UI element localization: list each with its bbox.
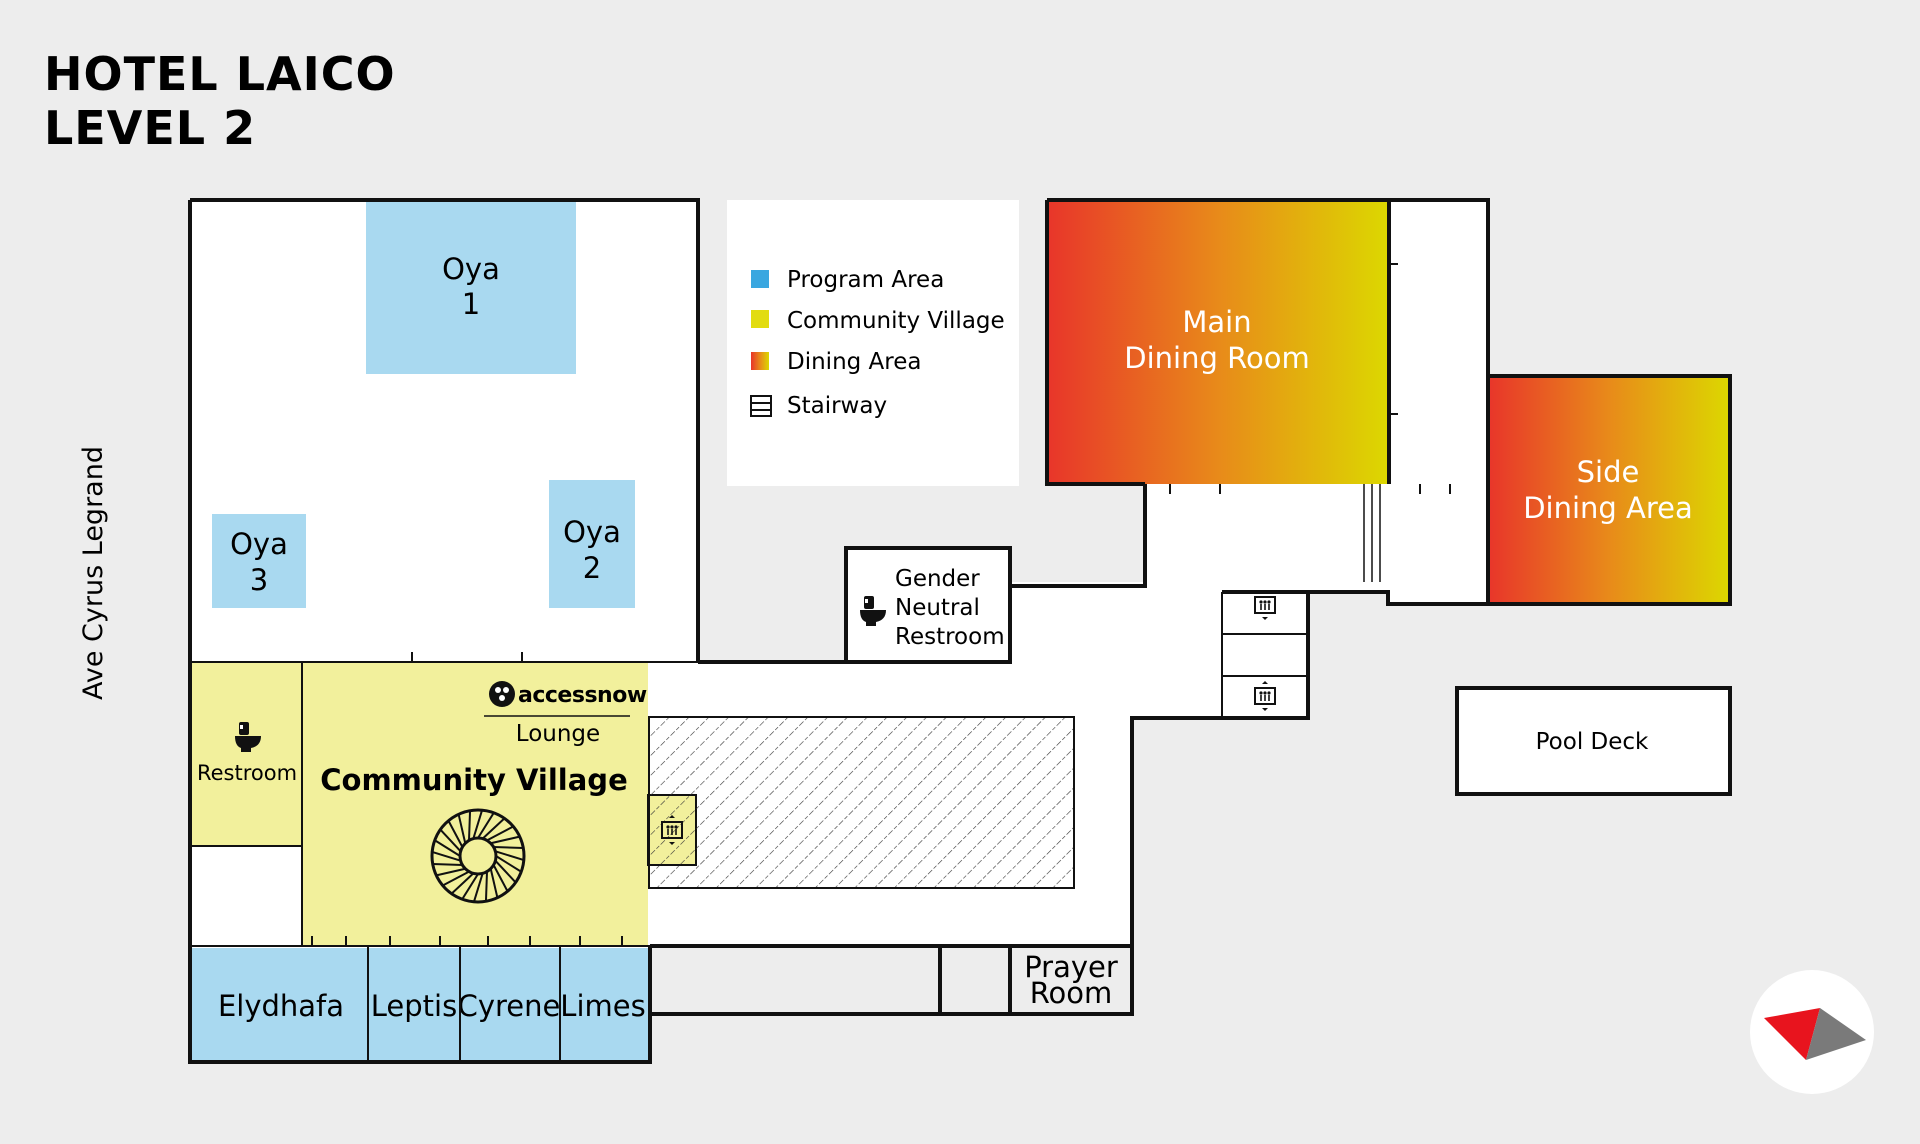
room-oya-2-number: 2 xyxy=(583,551,601,585)
legend-label-dining: Dining Area xyxy=(787,349,922,375)
prayer-room-line1: Prayer xyxy=(1024,950,1118,984)
spiral-staircase-icon xyxy=(430,808,526,904)
legend-swatch-community xyxy=(751,310,769,328)
stairway-area xyxy=(648,716,1075,889)
legend-panel xyxy=(727,200,1019,486)
gender-restroom-line1: Gender xyxy=(895,566,980,592)
lounge-label: Lounge xyxy=(516,721,600,747)
main-dining-line2: Dining Room xyxy=(1124,341,1309,375)
side-dining-area[interactable] xyxy=(1488,376,1730,604)
walls xyxy=(188,198,1732,1064)
room-elydhafa[interactable] xyxy=(192,948,368,1060)
legend-label-program: Program Area xyxy=(787,267,944,293)
map-title-line2: LEVEL 2 xyxy=(44,101,256,155)
brand-logo-icon xyxy=(1750,970,1874,1094)
street-label: Ave Cyrus Legrand xyxy=(78,446,109,700)
room-oya-3-number: 3 xyxy=(250,563,268,597)
room-elydhafa-label: Elydhafa xyxy=(218,989,344,1023)
map-title-line1: HOTEL LAICO xyxy=(44,47,396,101)
room-oya-3[interactable] xyxy=(212,514,306,608)
room-oya-1-label: Oya xyxy=(442,252,500,286)
room-cyrene[interactable] xyxy=(460,948,560,1060)
stairway-icon xyxy=(750,395,772,417)
accessnow-logo-icon xyxy=(489,681,515,707)
legend-label-community: Community Village xyxy=(787,308,1005,334)
right-corridor-floor xyxy=(1388,200,1488,605)
stair-rail xyxy=(1363,484,1381,582)
legend-swatch-program xyxy=(751,270,769,288)
accessnow-brand-text: accessnow xyxy=(518,683,647,708)
room-oya-2-label: Oya xyxy=(563,515,621,549)
restroom-label: Restroom xyxy=(197,761,297,785)
legend-label-stairway: Stairway xyxy=(787,393,887,419)
room-oya-1-number: 1 xyxy=(462,287,480,321)
room-leptis[interactable] xyxy=(368,948,460,1060)
side-dining-line1: Side xyxy=(1577,455,1640,489)
pool-deck[interactable] xyxy=(1455,686,1732,796)
main-dining-room[interactable] xyxy=(1047,200,1389,484)
room-leptis-label: Leptis xyxy=(371,989,457,1023)
side-dining-line2: Dining Area xyxy=(1523,491,1693,525)
room-limes-label: Limes xyxy=(560,989,645,1023)
room-oya-1[interactable] xyxy=(366,200,576,374)
room-cyrene-label: Cyrene xyxy=(458,989,561,1023)
door-ticks xyxy=(311,263,1451,946)
legend-swatch-dining xyxy=(751,352,769,370)
pool-deck-label: Pool Deck xyxy=(1536,729,1649,755)
restroom-area[interactable] xyxy=(192,662,302,846)
room-oya-2[interactable] xyxy=(549,480,635,608)
room-oya-3-label: Oya xyxy=(230,527,288,561)
main-dining-line1: Main xyxy=(1182,305,1251,339)
gender-restroom-line2: Neutral xyxy=(895,595,980,621)
community-village-label: Community Village xyxy=(320,763,628,797)
gender-restroom-line3: Restroom xyxy=(895,624,1005,650)
prayer-room-line2: Room xyxy=(1030,976,1113,1010)
room-limes[interactable] xyxy=(560,948,648,1060)
